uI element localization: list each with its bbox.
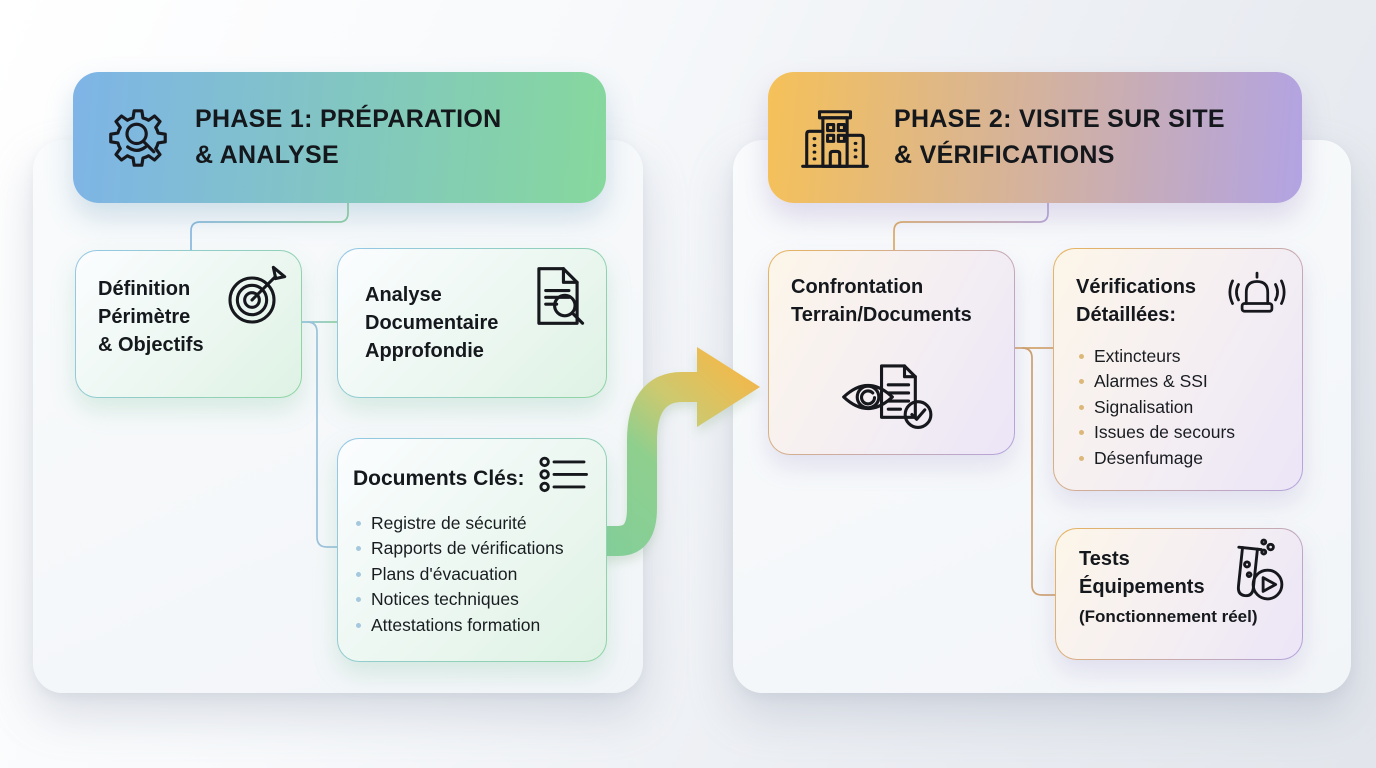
- phase2-title-line2: & VÉRIFICATIONS: [894, 140, 1115, 169]
- list-item: Notices techniques: [356, 587, 564, 612]
- building-icon: [800, 107, 870, 169]
- verifications-list: Extincteurs Alarmes & SSI Signalisation …: [1079, 344, 1235, 471]
- phase2-title: PHASE 2: VISITE SUR SITE & VÉRIFICATIONS: [894, 102, 1225, 173]
- tests-box: Tests Équipements (Fonctionnement réel): [1055, 528, 1303, 660]
- analysis-line2: Documentaire: [365, 312, 499, 334]
- tests-box-subtitle: (Fonctionnement réel): [1079, 607, 1258, 626]
- confrontation-line1: Confrontation: [791, 276, 924, 298]
- tests-box-title: Tests Équipements: [1079, 545, 1205, 601]
- phase1-title-line2: & ANALYSE: [195, 140, 339, 169]
- checklist-icon: [539, 456, 589, 494]
- verifications-title-line1: Vérifications: [1076, 276, 1197, 298]
- definition-line3: & Objectifs: [98, 334, 204, 356]
- list-item: Désenfumage: [1079, 446, 1235, 471]
- gear-magnifier-icon: [105, 105, 171, 171]
- definition-box: Définition Périmètre & Objectifs: [75, 250, 302, 398]
- phase1-title-line1: PHASE 1: PRÉPARATION: [195, 105, 502, 133]
- list-item: Plans d'évacuation: [356, 562, 564, 587]
- list-item: Attestations formation: [356, 613, 564, 638]
- definition-box-title: Définition Périmètre & Objectifs: [98, 275, 204, 359]
- list-item: Rapports de vérifications: [356, 536, 564, 561]
- documents-list: Registre de sécurité Rapports de vérific…: [356, 511, 564, 638]
- definition-line1: Définition: [98, 278, 191, 300]
- phase1-header: PHASE 1: PRÉPARATION & ANALYSE: [73, 72, 606, 203]
- testtube-play-icon: [1226, 537, 1284, 607]
- confrontation-box-title: Confrontation Terrain/Documents: [791, 273, 972, 329]
- phase2-header: PHASE 2: VISITE SUR SITE & VÉRIFICATIONS: [768, 72, 1302, 203]
- definition-line2: Périmètre: [98, 306, 191, 328]
- siren-icon: [1226, 271, 1288, 317]
- document-magnifier-icon: [528, 263, 588, 329]
- verifications-box-title: Vérifications Détaillées:: [1076, 273, 1196, 329]
- phase1-title: PHASE 1: PRÉPARATION & ANALYSE: [195, 102, 502, 173]
- analysis-box: Analyse Documentaire Approfondie: [337, 248, 607, 398]
- target-arrow-icon: [224, 264, 288, 328]
- documents-box: Documents Clés: Registre de sécurité Rap…: [337, 438, 607, 662]
- verifications-box: Vérifications Détaillées: Extincteurs Al…: [1053, 248, 1303, 491]
- analysis-line1: Analyse: [365, 284, 442, 306]
- confrontation-line2: Terrain/Documents: [791, 304, 972, 326]
- list-item: Alarmes & SSI: [1079, 369, 1235, 394]
- list-item: Issues de secours: [1079, 420, 1235, 445]
- eye-document-check-icon: [841, 363, 941, 431]
- phase2-title-line1: PHASE 2: VISITE SUR SITE: [894, 105, 1225, 133]
- documents-box-title: Documents Clés:: [353, 467, 525, 490]
- list-item: Registre de sécurité: [356, 511, 564, 536]
- list-item: Extincteurs: [1079, 344, 1235, 369]
- confrontation-box: Confrontation Terrain/Documents: [768, 250, 1015, 455]
- analysis-line3: Approfondie: [365, 340, 484, 362]
- verifications-title-line2: Détaillées:: [1076, 304, 1177, 326]
- analysis-box-title: Analyse Documentaire Approfondie: [365, 281, 498, 365]
- list-item: Signalisation: [1079, 395, 1235, 420]
- tests-line2: Équipements: [1079, 576, 1205, 598]
- tests-line1: Tests: [1079, 548, 1130, 570]
